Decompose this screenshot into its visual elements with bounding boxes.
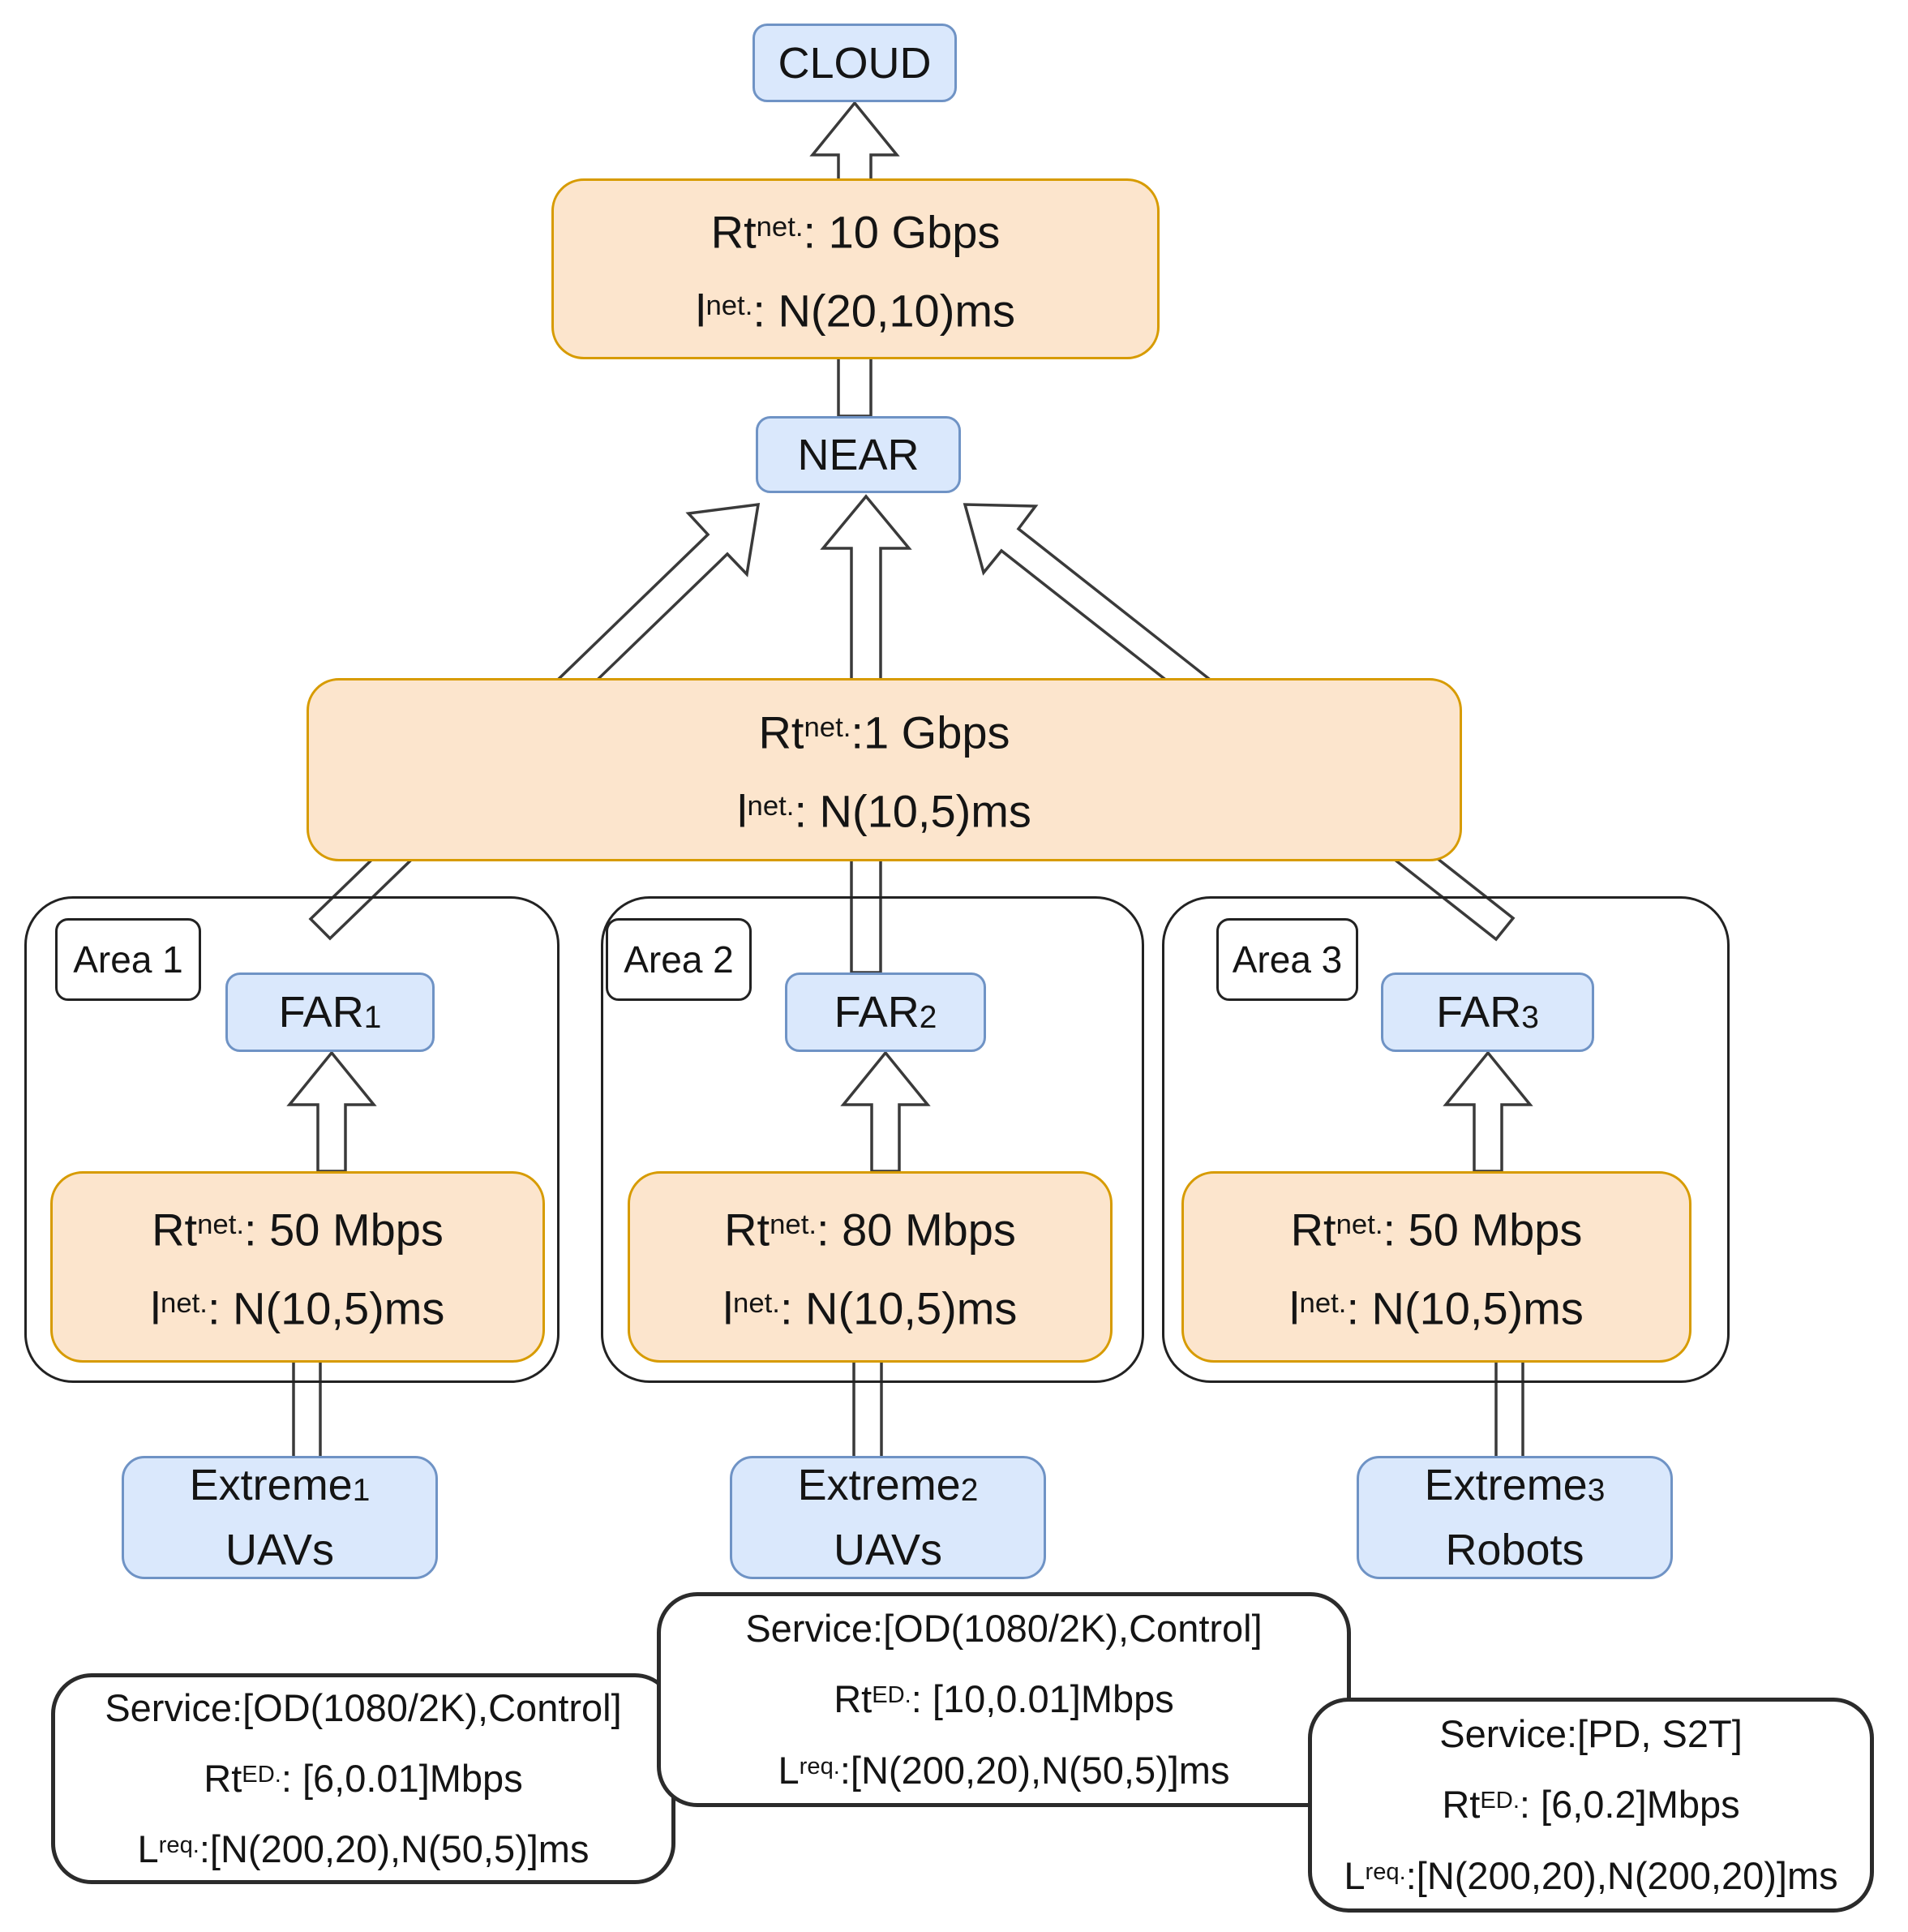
service-panel-2: Service:[OD(1080/2K),Control] RtED.: [10… (657, 1592, 1351, 1807)
metro-link-stats: Rtnet.:1 Gbps lnet.: N(10,5)ms (307, 678, 1462, 861)
area-2-label: Area 2 (606, 918, 752, 1001)
far2-label: FAR2 (834, 988, 937, 1037)
far2-node: FAR2 (785, 972, 986, 1052)
area-3-rate: Rtnet.: 50 Mbps (1290, 1204, 1583, 1256)
service-panel-1: Service:[OD(1080/2K),Control] RtED.: [6,… (51, 1673, 675, 1884)
area-2-container (601, 896, 1144, 1383)
area-1-latency: lnet.: N(10,5)ms (150, 1282, 445, 1334)
extreme2-type: UAVs (833, 1526, 943, 1575)
metro-latency: lnet.: N(10,5)ms (737, 785, 1031, 837)
extreme2-name: Extreme2 (797, 1460, 979, 1509)
area-1-rate: Rtnet.: 50 Mbps (152, 1204, 444, 1256)
area-1-container (24, 896, 560, 1383)
service1-rate: RtED.: [6,0.01]Mbps (204, 1757, 523, 1800)
extreme3-name: Extreme3 (1424, 1460, 1606, 1509)
service2-latency-req: Lreq.:[N(200,20),N(50,5)]ms (778, 1748, 1230, 1792)
near-node: NEAR (756, 416, 961, 493)
far1-node: FAR1 (225, 972, 435, 1052)
extreme1-node: Extreme1 UAVs (122, 1456, 438, 1579)
service2-rate: RtED.: [10,0.01]Mbps (834, 1677, 1174, 1721)
area-2-link-stats: Rtnet.: 80 Mbps lnet.: N(10,5)ms (628, 1171, 1113, 1363)
backbone-latency: lnet.: N(20,10)ms (695, 285, 1015, 337)
service3-rate: RtED.: [6,0.2]Mbps (1442, 1783, 1740, 1827)
area-2-latency: lnet.: N(10,5)ms (722, 1282, 1018, 1334)
extreme2-node: Extreme2 UAVs (730, 1456, 1046, 1579)
service3-services: Service:[PD, S2T] (1439, 1712, 1743, 1756)
extreme1-type: UAVs (225, 1526, 335, 1575)
area-1-label-text: Area 1 (73, 938, 183, 981)
area-3-link-stats: Rtnet.: 50 Mbps lnet.: N(10,5)ms (1181, 1171, 1691, 1363)
arrow-link1-to-far1 (286, 1050, 377, 1173)
service3-latency-req: Lreq.:[N(200,20),N(200,20)]ms (1344, 1853, 1838, 1897)
area-3-container (1162, 896, 1730, 1383)
area-3-label: Area 3 (1216, 918, 1358, 1001)
backbone-link-stats: Rtnet.: 10 Gbps lnet.: N(20,10)ms (551, 178, 1160, 359)
service1-latency-req: Lreq.:[N(200,20),N(50,5)]ms (137, 1827, 590, 1871)
near-label: NEAR (797, 430, 920, 479)
far3-label: FAR3 (1436, 988, 1539, 1037)
service1-services: Service:[OD(1080/2K),Control] (105, 1685, 622, 1729)
cloud-node: CLOUD (752, 24, 957, 102)
arrow-link3-to-far3 (1443, 1050, 1533, 1173)
backbone-rate: Rtnet.: 10 Gbps (710, 206, 1001, 258)
cloud-label: CLOUD (778, 38, 932, 88)
extreme3-type: Robots (1445, 1526, 1584, 1575)
area-2-label-text: Area 2 (624, 938, 734, 981)
extreme1-name: Extreme1 (189, 1460, 371, 1509)
area-1-link-stats: Rtnet.: 50 Mbps lnet.: N(10,5)ms (50, 1171, 545, 1363)
extreme3-node: Extreme3 Robots (1357, 1456, 1673, 1579)
area-3-latency: lnet.: N(10,5)ms (1289, 1282, 1584, 1334)
service-panel-3: Service:[PD, S2T] RtED.: [6,0.2]Mbps Lre… (1308, 1698, 1874, 1913)
service2-services: Service:[OD(1080/2K),Control] (745, 1607, 1263, 1651)
arrow-link2-to-far2 (840, 1050, 931, 1173)
metro-rate: Rtnet.:1 Gbps (758, 707, 1010, 758)
area-2-rate: Rtnet.: 80 Mbps (724, 1204, 1016, 1256)
shaft-extreme3 (1494, 1355, 1524, 1461)
far3-node: FAR3 (1381, 972, 1594, 1052)
area-1-label: Area 1 (55, 918, 201, 1001)
far1-label: FAR1 (278, 988, 382, 1037)
area-3-label-text: Area 3 (1232, 938, 1343, 981)
